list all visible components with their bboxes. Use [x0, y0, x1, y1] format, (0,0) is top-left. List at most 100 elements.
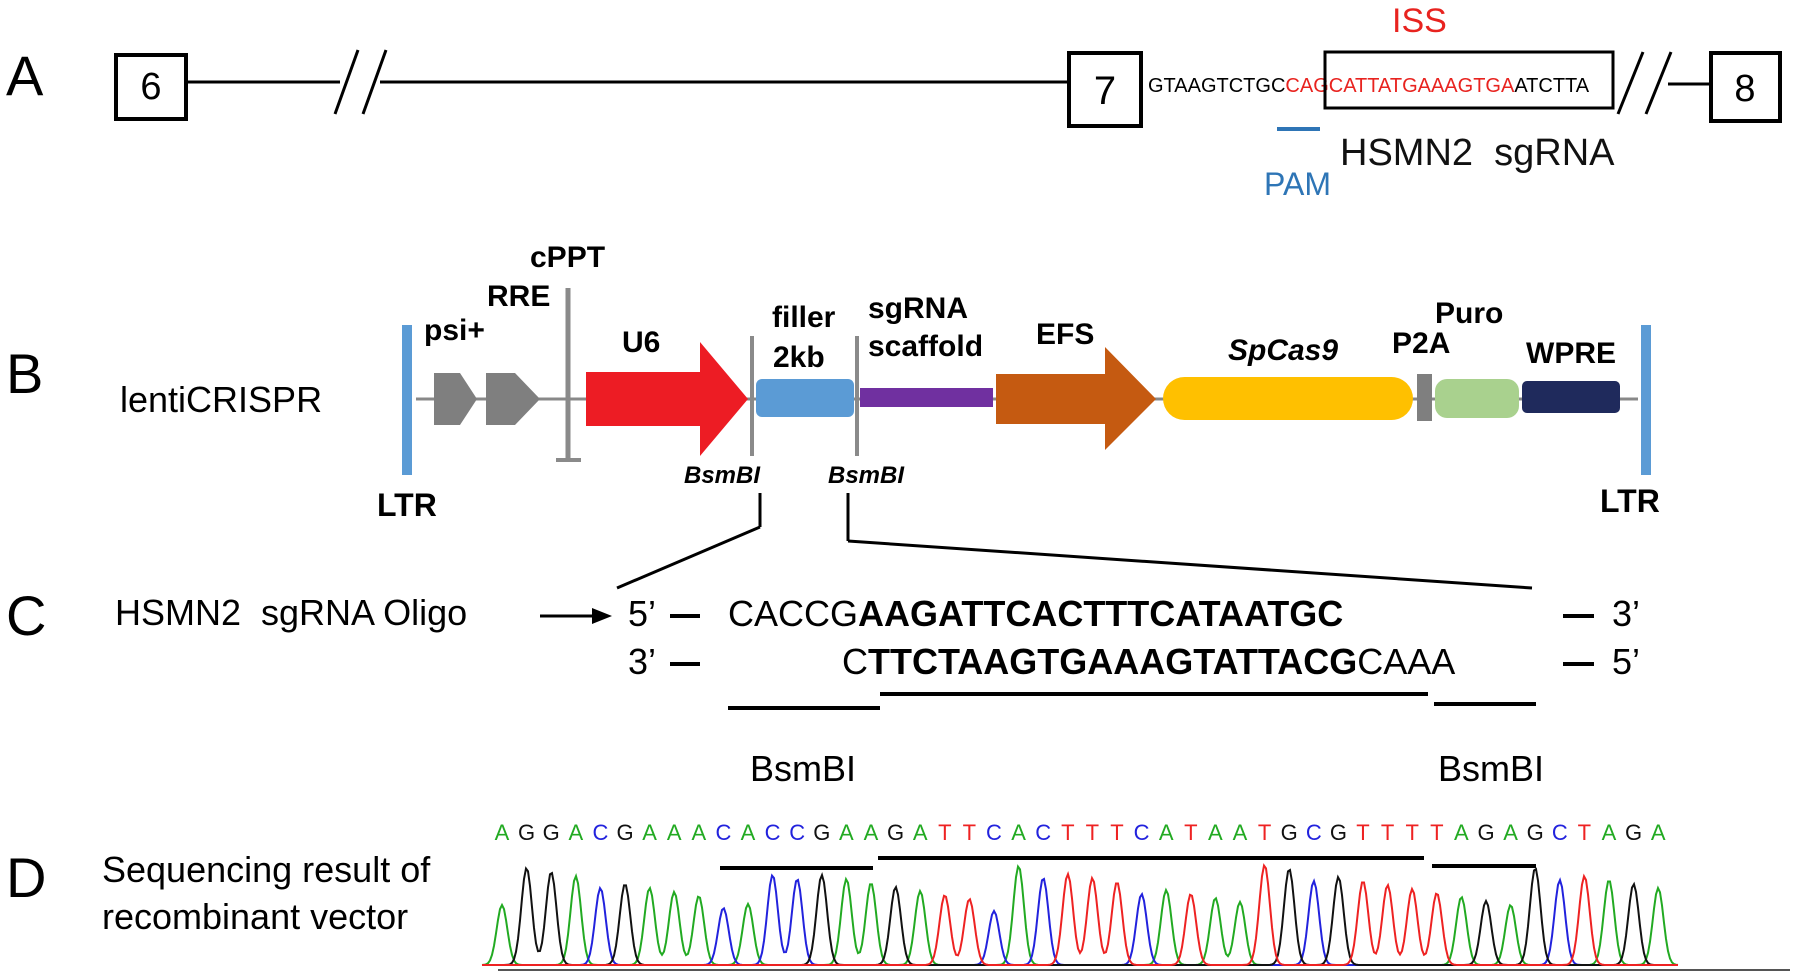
base-call: C [765, 820, 781, 845]
base-call: T [1110, 820, 1123, 845]
p2a-box [1417, 374, 1432, 421]
top-3-end: 3’ [1612, 593, 1640, 634]
seq-black-pre: GTAAGTCTGC [1148, 75, 1285, 97]
efs-label: EFS [1036, 318, 1094, 351]
base-call: T [1381, 820, 1394, 845]
base-call: A [839, 820, 854, 845]
break-mark [1644, 51, 1673, 115]
oligo-arrow-head [592, 608, 612, 624]
pam-label: PAM [1264, 166, 1331, 202]
base-call: G [616, 820, 633, 845]
base-call: T [1086, 820, 1099, 845]
base-call: A [1454, 820, 1469, 845]
break-mark [1616, 51, 1645, 115]
panel-d-label: D [6, 846, 46, 909]
vector-name: lentiCRISPR [120, 379, 322, 420]
panel-c: C HSMN2 sgRNA Oligo 5’ CACCGAAGATTCACTTT… [6, 584, 1640, 789]
iss-box [1323, 50, 1615, 110]
efs-arrow [996, 347, 1156, 450]
panel-d: D Sequencing result of recombinant vecto… [6, 820, 1790, 971]
base-call: A [864, 820, 879, 845]
base-call: A [1233, 820, 1248, 845]
bsmbi-right-label: BsmBI [1438, 748, 1544, 789]
base-call: A [1208, 820, 1223, 845]
base-call: C [789, 820, 805, 845]
base-call: G [543, 820, 560, 845]
base-call: G [1330, 820, 1347, 845]
base-call: G [1625, 820, 1642, 845]
chromatogram [481, 863, 1679, 966]
p2a-label: P2A [1392, 327, 1450, 360]
bot-guide: TTCTAAGTGAAAGTATTACG [868, 641, 1357, 682]
oligo-label: HSMN2 sgRNA Oligo [115, 592, 467, 633]
exon-7-box [1067, 51, 1143, 128]
ltr-left-bar [402, 325, 412, 475]
sequencing-label-1: Sequencing result of [102, 849, 431, 890]
bot-suffix: CAAA [1357, 641, 1455, 682]
break-gap-left [340, 72, 380, 94]
base-call: A [1602, 820, 1617, 845]
bottom-strand: CTTCTAAGTGAAAGTATTACGCAAA [842, 641, 1455, 682]
spcas9-box [1163, 377, 1413, 420]
cppt-label: cPPT [530, 241, 605, 274]
base-call: A [667, 820, 682, 845]
base-call: A [1011, 820, 1026, 845]
scaffold-label-2: scaffold [868, 330, 983, 363]
base-call: C [1035, 820, 1051, 845]
base-call: T [1578, 820, 1591, 845]
base-call: A [495, 820, 510, 845]
seq-black-post: ATCTTA [1514, 75, 1589, 97]
wpre-label: WPRE [1526, 337, 1616, 370]
base-call: T [963, 820, 976, 845]
bot-prefix: C [842, 641, 868, 682]
bsmbi-left-label: BsmBI [750, 748, 856, 789]
base-call: T [1356, 820, 1369, 845]
base-call: A [741, 820, 756, 845]
break-mark [361, 49, 388, 115]
exon-8-number: 8 [1734, 68, 1755, 110]
top-5-end: 5’ [628, 593, 656, 634]
filler-label-2: 2kb [773, 341, 825, 374]
u6-arrow [586, 342, 748, 456]
exon-6-number: 6 [140, 66, 161, 108]
base-call: A [1503, 820, 1518, 845]
rre-label: RRE [487, 280, 550, 313]
base-call: G [1281, 820, 1298, 845]
u6-label: U6 [622, 326, 660, 359]
exon-8-box [1709, 51, 1782, 123]
base-call: A [568, 820, 583, 845]
base-call: T [1430, 820, 1443, 845]
filler-box [756, 379, 854, 417]
base-call: T [1184, 820, 1197, 845]
base-call: A [913, 820, 928, 845]
base-call: G [1527, 820, 1544, 845]
iss-label: ISS [1392, 2, 1447, 40]
psi-label: psi+ [424, 314, 485, 347]
top-guide: AAGATTCACTTTCATAATGC [858, 593, 1343, 634]
intron-sequence: GTAAGTCTGCCAGCATTATGAAAGTGAATCTTA [1148, 75, 1590, 97]
ltr-right-label: LTR [1600, 483, 1660, 519]
rre-arrow [486, 373, 540, 425]
puro-box [1435, 379, 1519, 418]
base-call: C [715, 820, 731, 845]
trace-A [481, 864, 1679, 966]
panel-a: A 6 7 GTAAGTCTGCCAGCATTATGAAAGTGAATCTTA … [6, 2, 1782, 202]
panel-b: B lentiCRISPR LTR psi+ RRE cPPT U6 fille… [6, 241, 1660, 590]
zoom-line-left [616, 525, 761, 590]
base-call: A [1159, 820, 1174, 845]
wpre-box [1522, 381, 1620, 413]
panel-c-label: C [6, 584, 46, 647]
exon-6-box [114, 53, 188, 121]
base-call: C [1552, 820, 1568, 845]
sgrna-label: HSMN2 sgRNA [1340, 132, 1615, 174]
bot-3-end: 3’ [628, 641, 656, 682]
scaffold-bar [860, 388, 993, 407]
seq-red: CAGCATTATGAAAGTGA [1285, 75, 1515, 97]
trace-T [482, 863, 1678, 966]
base-call: G [813, 820, 830, 845]
base-call: T [938, 820, 951, 845]
base-call: C [1134, 820, 1150, 845]
base-call: C [1306, 820, 1322, 845]
